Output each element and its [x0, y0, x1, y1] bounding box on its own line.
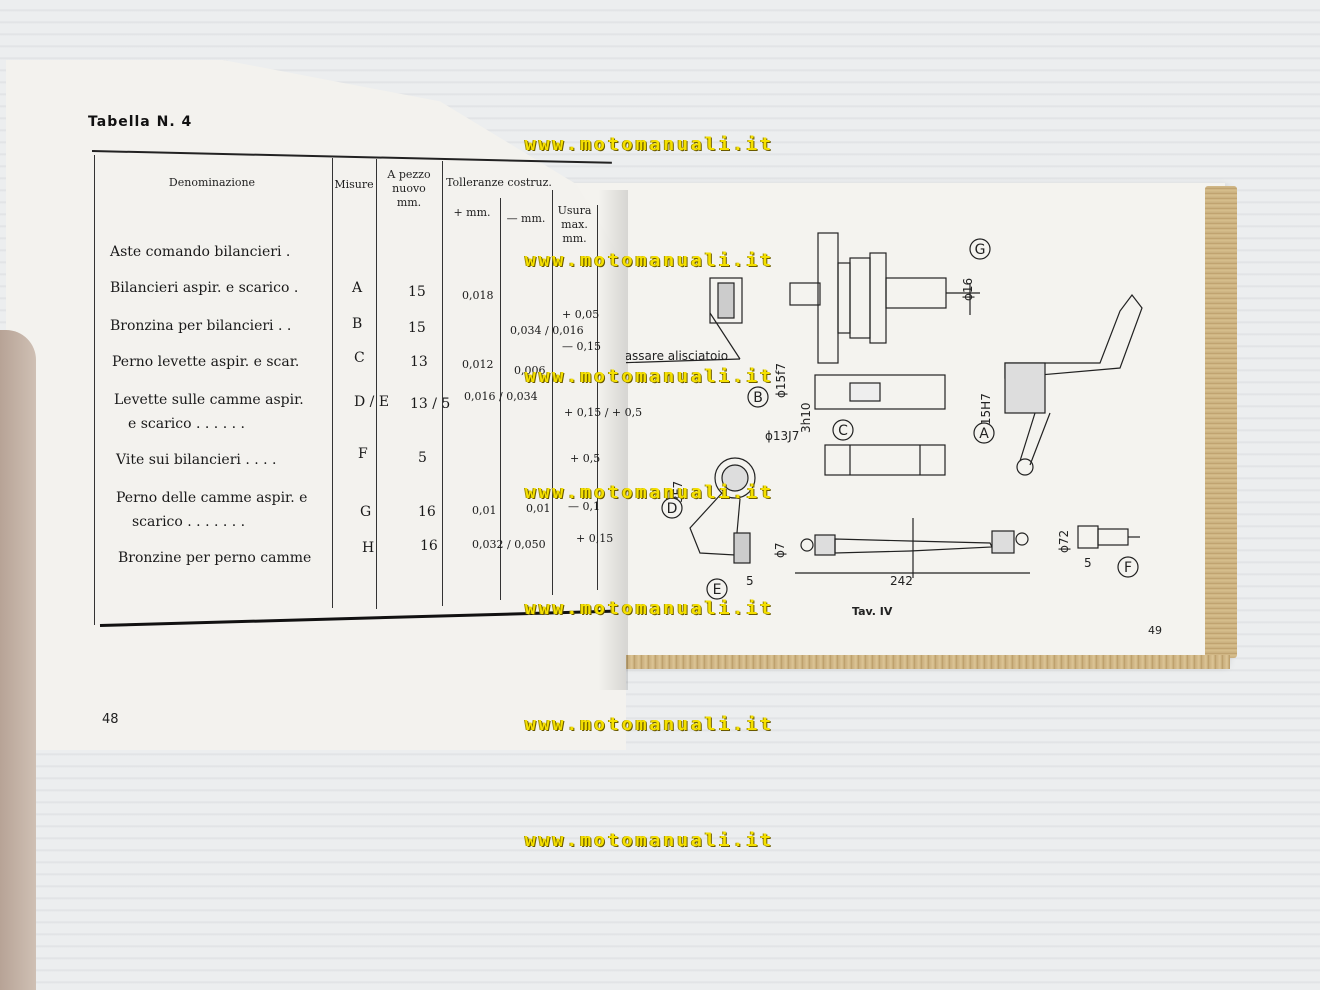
- header-usura-2: mm.: [562, 232, 587, 245]
- watermark: www.motomanuali.it: [525, 134, 775, 155]
- callout-g: G: [975, 242, 986, 258]
- left-page: [6, 60, 626, 750]
- row-name: Vite sui bilancieri . . . .: [116, 452, 277, 468]
- dim-fi72: ϕ72: [1057, 530, 1071, 553]
- callout-e: E: [713, 582, 722, 598]
- row-usura: + 0,05: [562, 308, 600, 321]
- header-misure: Misure: [334, 178, 374, 191]
- label-passare: Passare alisciatoio: [618, 349, 728, 363]
- col-line: [442, 161, 443, 606]
- row-name-cont: e scarico . . . . . .: [128, 416, 245, 432]
- header-plus: + mm.: [453, 206, 491, 219]
- row-usura: — 0,15: [562, 340, 601, 353]
- col-line: [552, 190, 553, 595]
- book-gutter: [598, 190, 628, 690]
- row-name-cont: scarico . . . . . . .: [132, 514, 246, 530]
- technical-drawing: Passare alisciatoio 242 5 5 ϕ16 ϕ15H7 ϕ1…: [614, 232, 1162, 637]
- dim-3h10: 3h10: [799, 402, 813, 433]
- row-usura: + 0,5: [570, 452, 601, 465]
- row-name: Bilancieri aspir. e scarico .: [110, 280, 299, 296]
- dim-5-f: 5: [1084, 556, 1092, 570]
- row-usura: + 0,15: [576, 532, 614, 545]
- watermark: www.motomanuali.it: [525, 482, 775, 503]
- row-nuovo: 15: [408, 320, 426, 336]
- col-line: [332, 158, 333, 608]
- header-denominazione: Denominazione: [168, 176, 256, 189]
- plate-caption: Tav. IV: [852, 605, 893, 618]
- watermark: www.motomanuali.it: [525, 830, 775, 851]
- header-a-pezzo-1: A pezzo: [387, 168, 431, 181]
- page-edge-bottom: [600, 655, 1230, 669]
- callout-d: D: [667, 501, 678, 517]
- row-misura: A: [352, 280, 363, 296]
- spec-table: Denominazione Misure A pezzo nuovo mm. T…: [91, 150, 642, 630]
- watermark: www.motomanuali.it: [525, 714, 775, 735]
- callout-b: B: [753, 390, 763, 406]
- row-nuovo: 16: [418, 504, 436, 520]
- row-nuovo: 13 / 5: [410, 396, 451, 412]
- row-usura: + 0,15 / + 0,5: [564, 406, 643, 419]
- col-line: [500, 198, 501, 600]
- page-number-right: 49: [1148, 624, 1162, 637]
- col-line: [376, 159, 377, 609]
- row-name: Levette sulle camme aspir.: [114, 392, 304, 408]
- header-a-pezzo-3: mm.: [396, 196, 422, 209]
- row-minus: 0,01: [526, 502, 551, 515]
- dim-fi15f7: ϕ15f7: [774, 363, 788, 398]
- header-usura-1: Usura max.: [557, 204, 592, 231]
- row-plus: 0,012: [462, 358, 494, 371]
- row-plus: 0,018: [462, 289, 494, 302]
- row-plus: 0,032 / 0,050: [472, 538, 546, 551]
- hand: [0, 330, 36, 990]
- row-nuovo: 5: [418, 450, 427, 466]
- dim-242: 242: [890, 574, 913, 588]
- callout-f: F: [1124, 560, 1132, 576]
- row-name: Aste comando bilancieri .: [110, 244, 291, 260]
- callout-c: C: [838, 423, 848, 439]
- col-line: [597, 205, 598, 590]
- header-tolleranze: Tolleranze costruz.: [446, 176, 552, 189]
- row-misura: D / E: [354, 394, 390, 410]
- table-title: Tabella N. 4: [88, 114, 193, 130]
- header-usura: Usura max. mm.: [552, 204, 597, 246]
- row-misura: G: [360, 504, 372, 520]
- row-name: Perno levette aspir. e scar.: [112, 354, 300, 370]
- dim-fi7: ϕ7: [773, 542, 787, 558]
- row-misura: F: [358, 446, 368, 462]
- row-misura: C: [354, 350, 365, 366]
- row-misura: H: [362, 540, 375, 556]
- watermark: www.motomanuali.it: [525, 366, 775, 387]
- page-edge: [1205, 186, 1237, 658]
- row-plus: 0,016 / 0,034: [464, 390, 538, 403]
- watermark: www.motomanuali.it: [525, 250, 775, 271]
- dim-3f7: 3F7: [671, 481, 685, 503]
- row-plus: 0,01: [472, 504, 497, 517]
- row-misura: B: [352, 316, 363, 332]
- watermark: www.motomanuali.it: [525, 598, 775, 619]
- row-minus: 0,006: [514, 364, 546, 377]
- header-a-pezzo-2: nuovo: [392, 182, 426, 195]
- dim-fi16: ϕ16: [961, 278, 975, 301]
- row-name: Bronzine per perno camme: [118, 550, 312, 566]
- row-nuovo: 15: [408, 284, 426, 300]
- callout-a: A: [979, 426, 989, 442]
- row-minus: 0,034 / 0,016: [510, 324, 584, 337]
- header-minus: — mm.: [506, 212, 546, 225]
- header-a-pezzo: A pezzo nuovo mm.: [378, 168, 440, 210]
- col-line: [94, 155, 95, 625]
- row-nuovo: 13: [410, 354, 428, 370]
- right-page: [560, 183, 1225, 661]
- row-name: Bronzina per bilancieri . .: [110, 318, 292, 334]
- row-nuovo: 16: [420, 538, 438, 554]
- row-name: Perno delle camme aspir. e: [116, 490, 308, 506]
- dim-fi13j7: ϕ13J7: [765, 429, 799, 443]
- row-usura: — 0,1: [568, 500, 600, 513]
- page-number-left: 48: [102, 712, 119, 727]
- dim-5-e: 5: [746, 574, 754, 588]
